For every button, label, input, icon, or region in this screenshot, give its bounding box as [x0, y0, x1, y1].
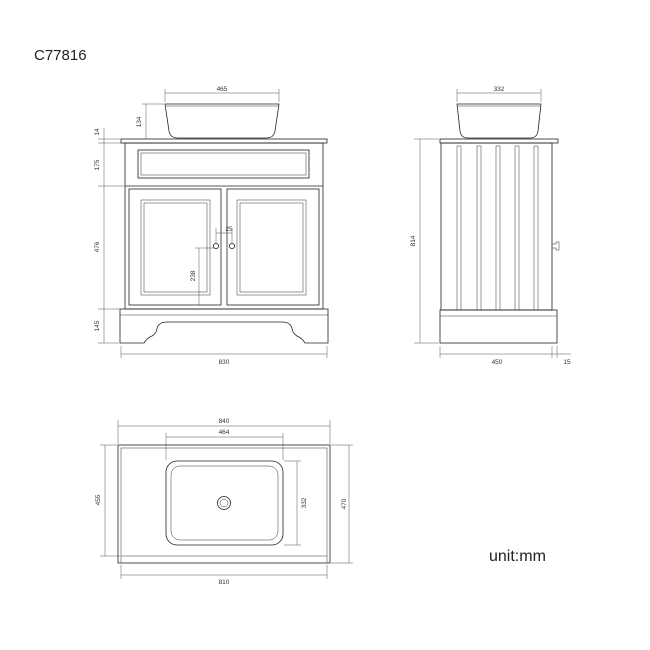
unit-label: unit:mm: [489, 548, 546, 565]
dim-inner-depth: 455: [95, 494, 102, 505]
top-basin: [165, 460, 284, 546]
side-view: [439, 103, 560, 344]
drain-outer: [217, 496, 231, 510]
front-view: [119, 103, 329, 344]
dim-top-width: 840: [219, 418, 230, 425]
top-dimensions: 840 464 332 455 470 810: [95, 418, 353, 586]
dim-side-basin-width: 332: [494, 86, 505, 93]
front-dimensions: 465 134 14 175 476 145 25 238 830: [94, 86, 328, 366]
dim-handle-height: 238: [190, 270, 197, 281]
top-view: [117, 444, 331, 564]
side-plinth: [439, 309, 558, 344]
front-plinth: [119, 308, 329, 344]
dim-base-width: 810: [219, 579, 230, 586]
dim-side-depth: 450: [492, 359, 503, 366]
side-knob: [552, 241, 560, 251]
drain-inner: [219, 498, 229, 508]
left-door-knob: [212, 242, 219, 249]
side-dimensions: 332 814 450 15: [410, 86, 571, 366]
dim-front-basin-width: 465: [217, 86, 228, 93]
dim-front-basin-height: 134: [136, 116, 143, 127]
front-cabinet-body: [124, 142, 324, 310]
dim-plinth-height: 145: [94, 320, 101, 331]
side-basin: [456, 103, 542, 139]
dim-cabinet-width: 830: [219, 359, 230, 366]
dim-door-height: 476: [94, 241, 101, 252]
front-countertop: [120, 138, 328, 144]
front-right-door: [226, 188, 320, 306]
dim-overhang: 15: [563, 359, 571, 366]
dim-total-height: 814: [410, 235, 417, 246]
model-code: C77816: [34, 47, 87, 64]
dim-top-thickness: 14: [94, 128, 101, 136]
right-door-knob: [228, 242, 235, 249]
front-left-door: [128, 188, 222, 306]
dim-top-depth: 470: [341, 498, 348, 509]
dim-top-basin-depth: 332: [301, 497, 308, 508]
dim-handle-gap: 25: [225, 226, 233, 233]
front-drawer: [137, 149, 310, 179]
side-countertop: [439, 138, 559, 144]
side-cabinet-body: [440, 142, 553, 311]
dim-drawer-height: 175: [94, 159, 101, 170]
front-basin: [164, 103, 280, 139]
dim-top-basin-width: 464: [219, 429, 230, 436]
top-countertop: [117, 444, 331, 564]
